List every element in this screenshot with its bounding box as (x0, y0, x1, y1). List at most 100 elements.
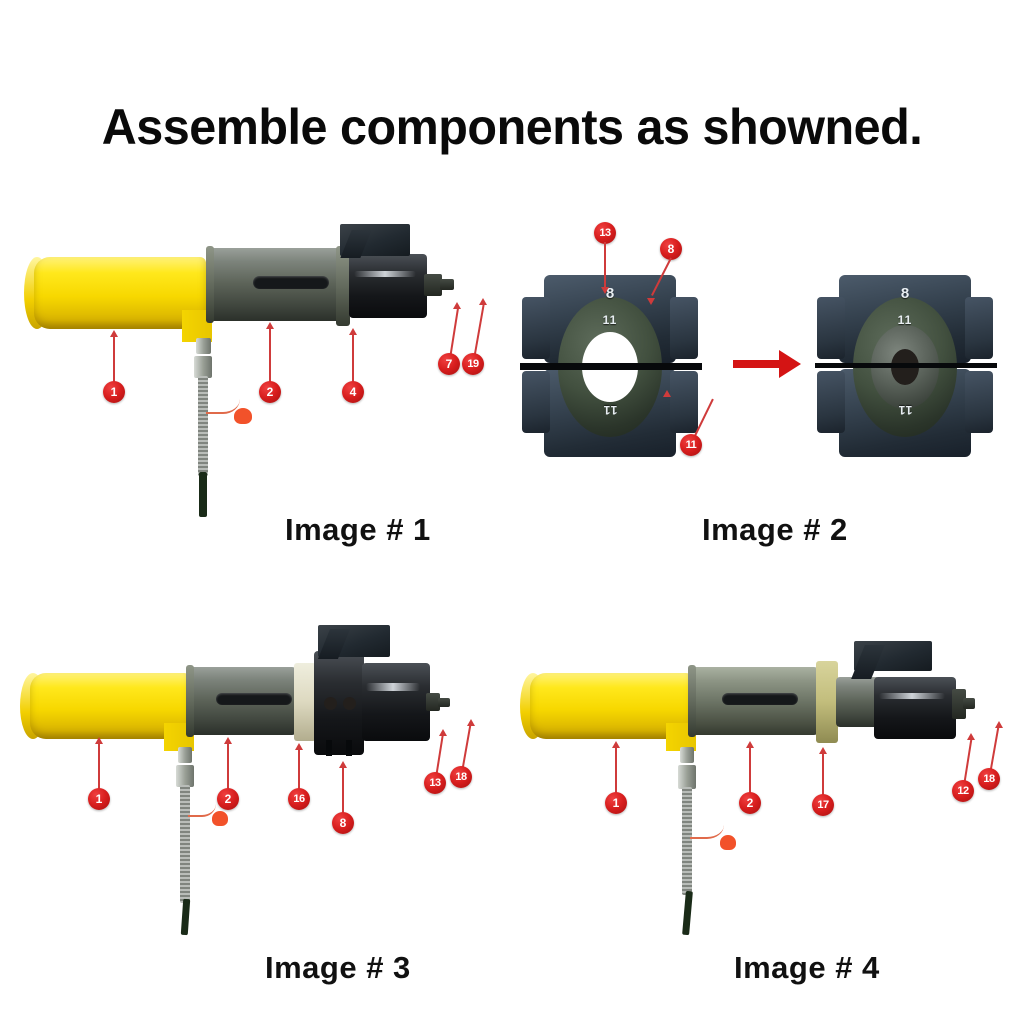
callout-18[interactable]: 18 (450, 719, 475, 788)
callout-number: 7 (438, 353, 460, 375)
hose-lower (199, 472, 207, 517)
callout-number: 2 (739, 792, 761, 814)
callout-13[interactable]: 13 (594, 222, 616, 294)
clamp-stamp-11-top: 11 (897, 313, 913, 327)
callout-number: 11 (680, 434, 702, 456)
clamp-assembled: 8 11 11 (815, 275, 1005, 460)
callout-7[interactable]: 7 (438, 302, 461, 375)
callout-12[interactable]: 12 (952, 733, 975, 802)
hose-fitting-lower (194, 356, 212, 378)
hose-fitting-upper (196, 338, 211, 354)
callout-11[interactable]: 11 (663, 390, 714, 456)
clamp-open: 8 11 11 (520, 275, 710, 460)
callout-13[interactable]: 13 (424, 729, 447, 794)
panel-image-1: 1 2 4 7 19 Image # (10, 210, 510, 550)
callout-17[interactable]: 17 (812, 747, 834, 816)
tool-assembly-3: 1 2 16 8 13 (10, 615, 510, 936)
callout-number: 2 (217, 788, 239, 810)
clamp-ear-left-lower (817, 371, 845, 433)
clamp-stamp-11-bottom: 11 (897, 403, 913, 417)
callout-stem (113, 336, 115, 392)
callout-2[interactable]: 2 (217, 737, 239, 810)
light-collar (294, 663, 316, 741)
yellow-handle-body (30, 673, 190, 739)
hose (180, 785, 190, 903)
callout-1[interactable]: 1 (88, 737, 110, 810)
callout-18[interactable]: 18 (978, 721, 1003, 790)
olive-collar (816, 661, 838, 743)
callout-2[interactable]: 2 (259, 322, 281, 403)
mid-shaft (836, 677, 880, 727)
callout-arrowhead (647, 298, 655, 305)
callout-arrowhead (467, 719, 475, 726)
clamp-block-notch-2 (346, 740, 352, 756)
caption-image-3: Image # 3 (265, 950, 411, 985)
callout-number: 12 (952, 780, 974, 802)
callout-19[interactable]: 19 (462, 298, 487, 375)
callout-1[interactable]: 1 (103, 330, 125, 403)
red-lace (188, 791, 216, 817)
nose-collar (424, 274, 442, 296)
head-highlight (353, 270, 417, 278)
red-plug-tag (720, 835, 736, 850)
transfer-arrow-head (779, 350, 801, 378)
callout-1[interactable]: 1 (605, 741, 627, 814)
hose (198, 376, 208, 476)
callout-stem (98, 743, 100, 799)
callout-arrowhead (339, 761, 347, 768)
clamp-ear-left-upper (522, 297, 550, 359)
caption-image-1: Image # 1 (285, 512, 431, 547)
red-plug-tag (234, 408, 252, 424)
callout-arrowhead (110, 330, 118, 337)
barrel-ring (206, 246, 214, 323)
clamp-stamp-8: 8 (605, 285, 615, 302)
hose-lower (180, 898, 191, 936)
clamp-ear-left-upper (817, 297, 845, 359)
callout-stem (604, 242, 606, 290)
red-lace (206, 384, 240, 414)
nose-tip (438, 698, 450, 707)
barrel-slot (216, 693, 292, 705)
black-head (874, 677, 956, 739)
callout-arrowhead (349, 328, 357, 335)
transfer-arrow-shaft (733, 360, 781, 368)
nose-collar (426, 693, 440, 711)
nose-collar (952, 689, 966, 719)
callout-16[interactable]: 16 (288, 743, 310, 810)
tool-assembly-4: 1 2 17 12 18 (512, 615, 1022, 936)
clamp-split-line (815, 363, 997, 368)
panel-image-4: 1 2 17 12 18 Image (512, 615, 1022, 1005)
barrel-slot (253, 276, 329, 289)
hose-lower (682, 890, 693, 936)
head-highlight (366, 683, 421, 692)
caption-image-4: Image # 4 (734, 950, 880, 985)
callout-arrowhead (439, 729, 447, 736)
callout-number: 19 (462, 353, 484, 375)
callout-number: 1 (103, 381, 125, 403)
callout-stem (749, 747, 751, 803)
callout-8[interactable]: 8 (647, 238, 682, 305)
hose-fitting-upper (680, 747, 694, 763)
callout-arrowhead (224, 737, 232, 744)
barrel-ring (688, 665, 696, 737)
callout-arrowhead (746, 741, 754, 748)
callout-4[interactable]: 4 (342, 328, 364, 403)
red-lace (690, 811, 724, 839)
callout-number: 2 (259, 381, 281, 403)
callout-arrowhead (453, 302, 461, 309)
black-head (349, 254, 427, 318)
callout-number: 8 (660, 238, 682, 260)
page-title: Assemble components as showned. (101, 99, 923, 155)
clamp-stamp-11-bottom: 11 (602, 403, 618, 417)
clamp-ear-right-upper (965, 297, 993, 359)
callout-number: 8 (332, 812, 354, 834)
callout-arrowhead (995, 721, 1003, 728)
callout-arrowhead (601, 287, 609, 294)
clamp-ear-right-lower (965, 371, 993, 433)
callout-8[interactable]: 8 (332, 761, 354, 834)
callout-2[interactable]: 2 (739, 741, 761, 814)
callout-arrowhead (295, 743, 303, 750)
callout-number: 13 (424, 772, 446, 794)
callout-stem (342, 767, 344, 823)
yellow-handle-body (34, 257, 206, 329)
